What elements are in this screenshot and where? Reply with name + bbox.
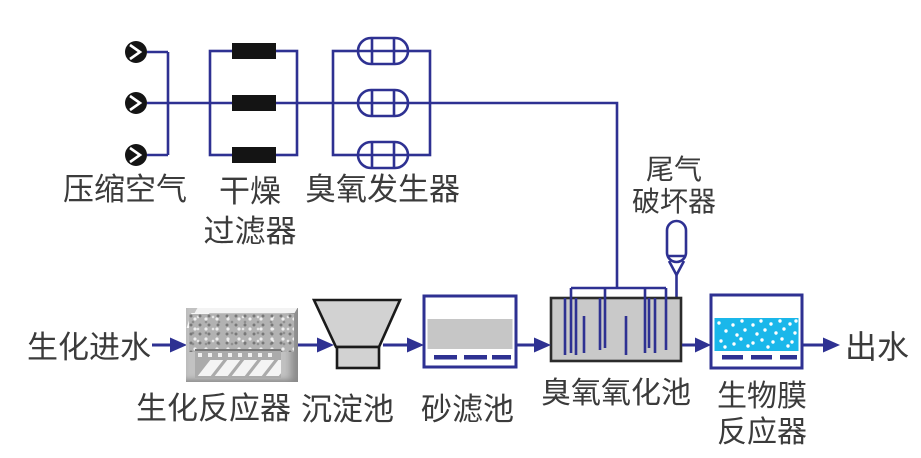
sedimentation-tank-label: 沉淀池 — [301, 392, 394, 427]
sand-filter-label: 砂滤池 — [421, 392, 514, 427]
filter-cartridge-icon — [232, 43, 276, 59]
dryer-filter-label-line1: 干燥 — [219, 174, 281, 209]
bubble-dots — [717, 319, 798, 349]
flow-arrow — [298, 337, 334, 353]
air-compressor-icon — [125, 92, 147, 114]
tail-gas-destructor-label: 尾气 破坏器 — [628, 155, 720, 219]
sedimentation-tank-icon — [311, 298, 403, 370]
tail-gas-label-line1: 尾气 — [645, 155, 702, 186]
dryer-filter-label: 干燥 过滤器 — [202, 172, 298, 252]
influent-label: 生化进水 — [27, 330, 151, 365]
biofilm-label-line2: 反应器 — [717, 416, 807, 449]
underdrain-dashes — [722, 355, 797, 360]
flow-arrow — [516, 337, 551, 353]
ozone-generator-cell-icon — [356, 88, 410, 118]
bioreactor-panel-dots — [198, 353, 278, 357]
bioreactor-label: 生化反应器 — [136, 391, 291, 426]
ozone-contact-tank-label: 臭氧氧化池 — [541, 377, 691, 410]
tail-gas-destructor-vessel-icon — [665, 219, 688, 300]
ozone-contact-tank-icon — [549, 286, 683, 363]
flow-arrow-effluent — [802, 337, 840, 353]
bioreactor-top-highlight — [194, 308, 298, 313]
bioreactor-front-panel — [195, 349, 281, 378]
bioreactor-image — [186, 308, 298, 382]
biofilm-reactor-label: 生物膜 反应器 — [708, 379, 816, 451]
biofilm-reactor-tank-icon — [709, 293, 804, 370]
dryer-filter-unit — [208, 43, 299, 163]
sand-layer — [427, 319, 513, 349]
ozone-generator-cell-icon — [356, 36, 410, 66]
ozone-generator-label: 臭氧发生器 — [305, 172, 460, 207]
biofilm-label-line1: 生物膜 — [717, 380, 807, 413]
diffuser-pipes — [563, 288, 668, 355]
compressed-air-label: 压缩空气 — [63, 172, 187, 207]
ozone-generator-cell-icon — [356, 140, 410, 170]
pipe-compressor-bus — [147, 50, 170, 157]
sand-filter-tank-icon — [422, 294, 518, 369]
flow-arrow — [682, 337, 711, 353]
ozone-generator-unit — [331, 36, 432, 170]
filter-cartridge-icon — [232, 95, 276, 111]
air-compressor-icon — [125, 144, 147, 166]
air-compressor-icon — [125, 41, 147, 63]
dryer-filter-label-line2: 过滤器 — [203, 214, 297, 249]
tail-gas-label-line2: 破坏器 — [631, 187, 716, 218]
pipe-air-main — [147, 101, 619, 288]
flow-arrow — [383, 337, 424, 353]
bioreactor-media-texture — [189, 314, 294, 352]
effluent-label: 出水 — [845, 329, 910, 365]
filter-cartridge-icon — [232, 147, 276, 163]
underdrain-dashes — [434, 355, 511, 360]
flow-arrow-influent — [152, 337, 187, 353]
